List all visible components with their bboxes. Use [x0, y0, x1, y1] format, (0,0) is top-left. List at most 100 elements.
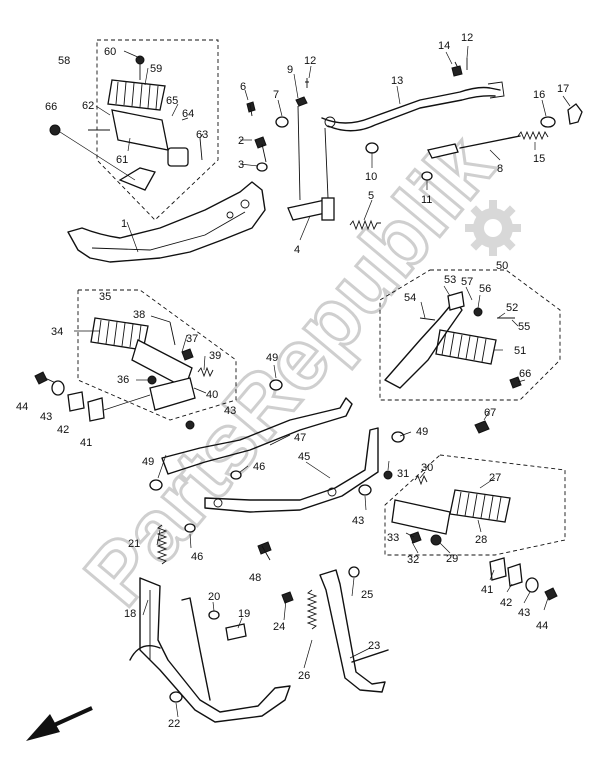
callout-64: 64 — [182, 108, 194, 120]
part-5-spring — [349, 219, 381, 231]
callout-8: 8 — [497, 163, 503, 175]
group-34-parts — [90, 317, 214, 430]
callout-34: 34 — [51, 326, 63, 338]
callout-46-upper: 46 — [253, 461, 265, 473]
group-50-parts — [384, 291, 522, 389]
part-18-main-stand — [129, 577, 291, 723]
callout-56: 56 — [479, 283, 491, 295]
part-21-spring — [156, 524, 168, 565]
callout-43-center: 43 — [224, 405, 236, 417]
callout-67: 67 — [484, 407, 496, 419]
callout-54: 54 — [404, 292, 416, 304]
group-58-parts — [88, 55, 203, 191]
callout-28: 28 — [475, 534, 487, 546]
callout-12-top-center: 12 — [304, 55, 316, 67]
misc-fasteners-middle — [149, 470, 272, 561]
part-15-spring — [517, 130, 549, 141]
callout-13: 13 — [391, 75, 403, 87]
callout-43-right: 43 — [518, 607, 530, 619]
front-direction-arrow-icon — [26, 706, 93, 741]
callout-22: 22 — [168, 718, 180, 730]
callout-1: 1 — [121, 218, 127, 230]
callout-labels: 1 2 3 4 5 6 7 8 9 10 11 12 12 13 14 15 1… — [16, 32, 569, 730]
callout-41-left: 41 — [80, 437, 92, 449]
stand-fasteners — [169, 566, 360, 703]
callout-25: 25 — [361, 589, 373, 601]
callout-5: 5 — [368, 190, 374, 202]
callout-14: 14 — [438, 40, 450, 52]
callout-37: 37 — [186, 333, 198, 345]
group-box-58 — [96, 39, 219, 221]
callout-18: 18 — [124, 608, 136, 620]
callout-60: 60 — [104, 46, 116, 58]
callout-29: 29 — [446, 553, 458, 565]
part-47-bracket — [161, 379, 353, 475]
callout-66-top: 66 — [45, 101, 57, 113]
callout-23: 23 — [368, 640, 380, 652]
callout-45: 45 — [298, 451, 310, 463]
callout-17: 17 — [557, 83, 569, 95]
callout-26: 26 — [298, 670, 310, 682]
leader-66-top — [59, 131, 136, 181]
left-footpeg-mount-parts — [34, 371, 151, 422]
callout-43-mid: 43 — [352, 515, 364, 527]
callout-9: 9 — [287, 64, 293, 76]
callout-3: 3 — [238, 159, 244, 171]
part-8-rod — [427, 135, 521, 159]
callout-20: 20 — [208, 591, 220, 603]
callout-50: 50 — [496, 260, 508, 272]
callout-53: 53 — [444, 274, 456, 286]
callout-49-right: 49 — [416, 426, 428, 438]
callout-52: 52 — [506, 302, 518, 314]
callout-2: 2 — [238, 135, 244, 147]
callout-51: 51 — [514, 345, 526, 357]
callout-16: 16 — [533, 89, 545, 101]
callout-21: 21 — [128, 538, 140, 550]
callout-41-right: 41 — [481, 584, 493, 596]
part-13-rod — [321, 81, 505, 132]
callout-49-center: 49 — [266, 352, 278, 364]
callout-44-right: 44 — [536, 620, 548, 632]
part-26-spring — [306, 589, 318, 630]
callout-65: 65 — [166, 95, 178, 107]
callout-55: 55 — [518, 321, 530, 333]
callout-63: 63 — [196, 129, 208, 141]
group-box-27 — [384, 454, 566, 556]
part-45-bracket — [204, 427, 405, 513]
callout-66-right: 66 — [519, 368, 531, 380]
callout-44-left: 44 — [16, 401, 28, 413]
callout-46-lower: 46 — [191, 551, 203, 563]
callout-32: 32 — [407, 554, 419, 566]
gear-logo-icon — [465, 200, 521, 256]
callout-35: 35 — [99, 291, 111, 303]
callout-15: 15 — [533, 153, 545, 165]
callout-62: 62 — [82, 100, 94, 112]
callout-58: 58 — [58, 55, 70, 67]
part-23-side-stand — [319, 569, 389, 693]
callout-36: 36 — [117, 374, 129, 386]
callout-48: 48 — [249, 572, 261, 584]
callout-30: 30 — [421, 462, 433, 474]
callout-19: 19 — [238, 608, 250, 620]
callout-40: 40 — [206, 389, 218, 401]
callout-59: 59 — [150, 63, 162, 75]
callout-4: 4 — [294, 244, 300, 256]
callout-57: 57 — [461, 276, 473, 288]
group-27-parts — [383, 470, 511, 546]
group-box-50 — [379, 269, 561, 401]
right-footpeg-mount-parts — [489, 557, 558, 601]
callout-43-left: 43 — [40, 411, 52, 423]
callout-38: 38 — [133, 309, 145, 321]
callout-12-top-right: 12 — [461, 32, 473, 44]
leader-lines — [74, 45, 571, 718]
callout-27: 27 — [489, 472, 501, 484]
small-parts-top — [246, 58, 583, 181]
callout-61: 61 — [116, 154, 128, 166]
callout-31: 31 — [397, 468, 409, 480]
callout-6: 6 — [240, 81, 246, 93]
callout-49-left: 49 — [142, 456, 154, 468]
callout-42-left: 42 — [57, 424, 69, 436]
callout-24: 24 — [273, 621, 285, 633]
part-4-shaft — [287, 105, 335, 221]
